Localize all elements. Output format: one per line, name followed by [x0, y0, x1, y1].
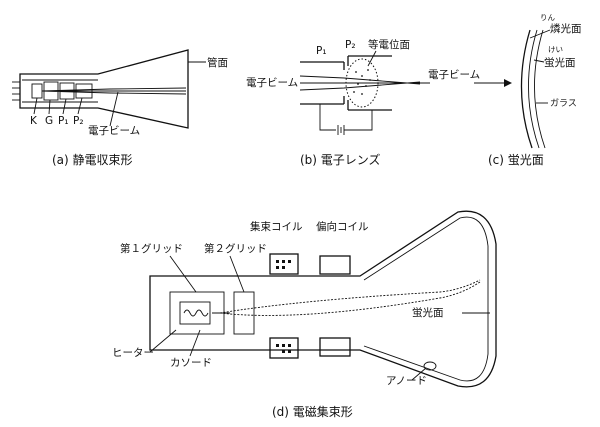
heater-box [179, 301, 211, 325]
fluorescent-reading: けい [548, 45, 563, 54]
grid2-label: 第２グリッド [204, 242, 267, 255]
label-p1: P₁ [58, 115, 69, 127]
tube-outline-d [149, 210, 497, 388]
grid1-label: 第１グリッド [120, 242, 183, 255]
phosphate-label: 燐光面 [550, 22, 582, 35]
focus-coil-bottom [269, 337, 299, 359]
deflection-coil-top [319, 255, 351, 275]
electron-beam-a [41, 87, 187, 95]
battery-circuit [319, 104, 373, 131]
electron-beam-b [299, 75, 430, 91]
pins [12, 81, 20, 101]
electron-beam-label-b-right: 電子ビーム [428, 69, 480, 81]
label-p1-b: P₁ [316, 45, 327, 57]
panel-b-electron-lens: P₁ P₂ 等電位面 電子ビーム 電子ビーム (b) 電子レンズ [246, 38, 480, 167]
caption-d: (d) 電磁集束形 [272, 404, 353, 419]
tube-outline [19, 49, 189, 129]
panel-d-magnetic-focus: 集束コイル 偏向コイル 第１グリッド 第２グリッド 蛍光面 ヒーター カソード … [112, 210, 497, 419]
caption-c: (c) 蛍光面 [488, 153, 544, 167]
glass-label: ガラス [550, 98, 577, 109]
focus-coil-label: 集束コイル [250, 220, 303, 233]
electrode-k [31, 83, 43, 99]
label-g: G [45, 115, 53, 127]
label-p2-b: P₂ [345, 39, 356, 51]
cathode-label: カソード [170, 357, 212, 369]
heater-coil [183, 309, 209, 317]
electron-beam-label-a: 電子ビーム [88, 125, 140, 137]
focus-coil-top [269, 253, 299, 275]
label-k: K [30, 115, 38, 127]
electron-beam-label-b-left: 電子ビーム [246, 77, 298, 89]
arrow-b-to-c [474, 79, 512, 87]
anode-label: アノード [386, 375, 427, 387]
equipotential-label: 等電位面 [368, 38, 410, 51]
electron-beam-d [219, 279, 481, 316]
panel-a-electrostatic-focus: 管面 K G P₁ P₂ 電子ビーム (a) 静電収束形 [12, 49, 228, 167]
deflection-coil-bottom [319, 337, 351, 357]
heater-label: ヒーター [112, 347, 154, 359]
phosphate-reading: りん [540, 13, 555, 22]
anode-contact [423, 361, 437, 371]
fluorescent-screen-label: 蛍光面 [412, 306, 444, 319]
deflection-coil-label: 偏向コイル [316, 220, 369, 233]
caption-a: (a) 静電収束形 [52, 153, 133, 167]
panel-c-fluorescent-screen: りん 燐光面 けい 蛍光面 ガラス (c) 蛍光面 [488, 13, 582, 167]
tube-surface-label: 管面 [207, 56, 228, 69]
caption-b: (b) 電子レンズ [300, 152, 381, 167]
label-p2: P₂ [73, 115, 84, 127]
grid2-box [233, 291, 255, 335]
fluorescent-label: 蛍光面 [544, 56, 576, 69]
